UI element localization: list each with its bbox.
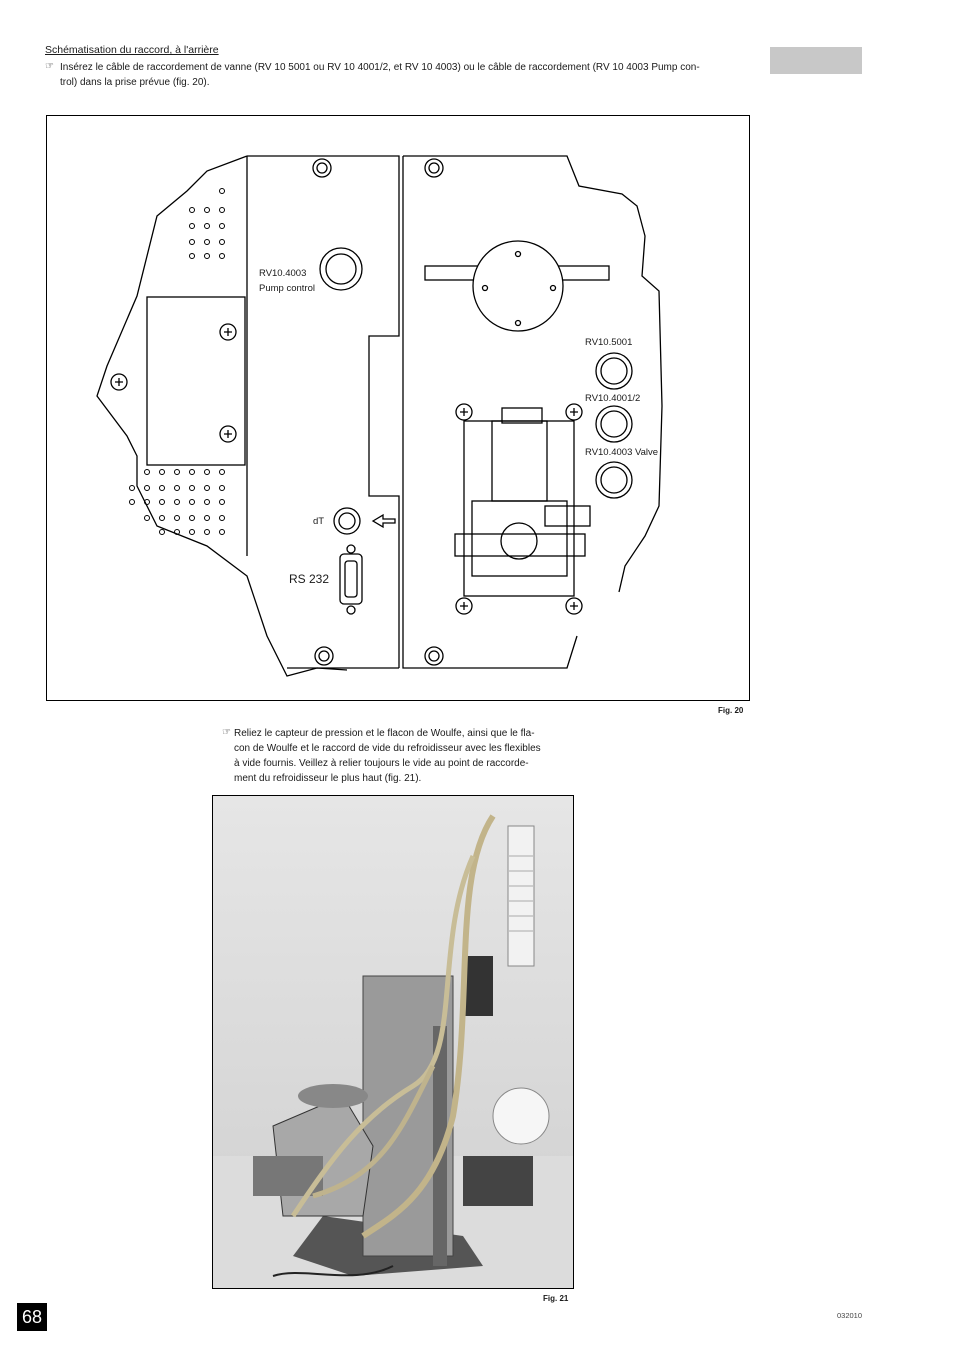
rear-panel-diagram <box>96 155 663 677</box>
label-rs232: RS 232 <box>289 572 330 586</box>
instruction-1-line-1: Insérez le câble de raccordement de vann… <box>60 62 700 73</box>
figure-20-frame: RV10.4003 Pump control RV10.5001 RV10.40… <box>46 115 750 701</box>
label-rv10-4001: RV10.4001/2 <box>585 393 641 404</box>
figure-20-caption: Fig. 20 <box>718 706 744 715</box>
page-number: 68 <box>17 1303 47 1331</box>
label-rv10-5001: RV10.5001 <box>585 337 633 348</box>
instruction-2-line-1: Reliez le capteur de pression et le flac… <box>234 728 535 739</box>
label-rv10-4003-valve: RV10.4003 Valve <box>585 447 659 458</box>
rotary-evaporator-photo <box>213 796 573 1288</box>
section-title: Schématisation du raccord, à l'arrière <box>45 44 219 56</box>
language-tab-marker <box>770 47 862 74</box>
document-code: 032010 <box>837 1311 863 1320</box>
figure-21-caption: Fig. 21 <box>543 1294 569 1303</box>
instruction-2-line-4: ment du refroidisseur le plus haut (fig.… <box>234 773 422 784</box>
label-dt: dT <box>313 516 325 527</box>
instruction-2-line-2: con de Woulfe et le raccord de vide du r… <box>234 743 541 754</box>
instruction-1-line-2: trol) dans la prise prévue (fig. 20). <box>60 77 210 88</box>
instruction-2-line-3: à vide fournis. Veillez à relier toujour… <box>234 758 529 769</box>
label-pump-control-model: RV10.4003 <box>259 268 307 279</box>
pointing-hand-icon: ☞ <box>222 727 231 738</box>
figure-21-photo <box>212 795 574 1289</box>
pointing-hand-icon: ☞ <box>45 61 54 72</box>
label-pump-control: Pump control <box>259 283 315 294</box>
